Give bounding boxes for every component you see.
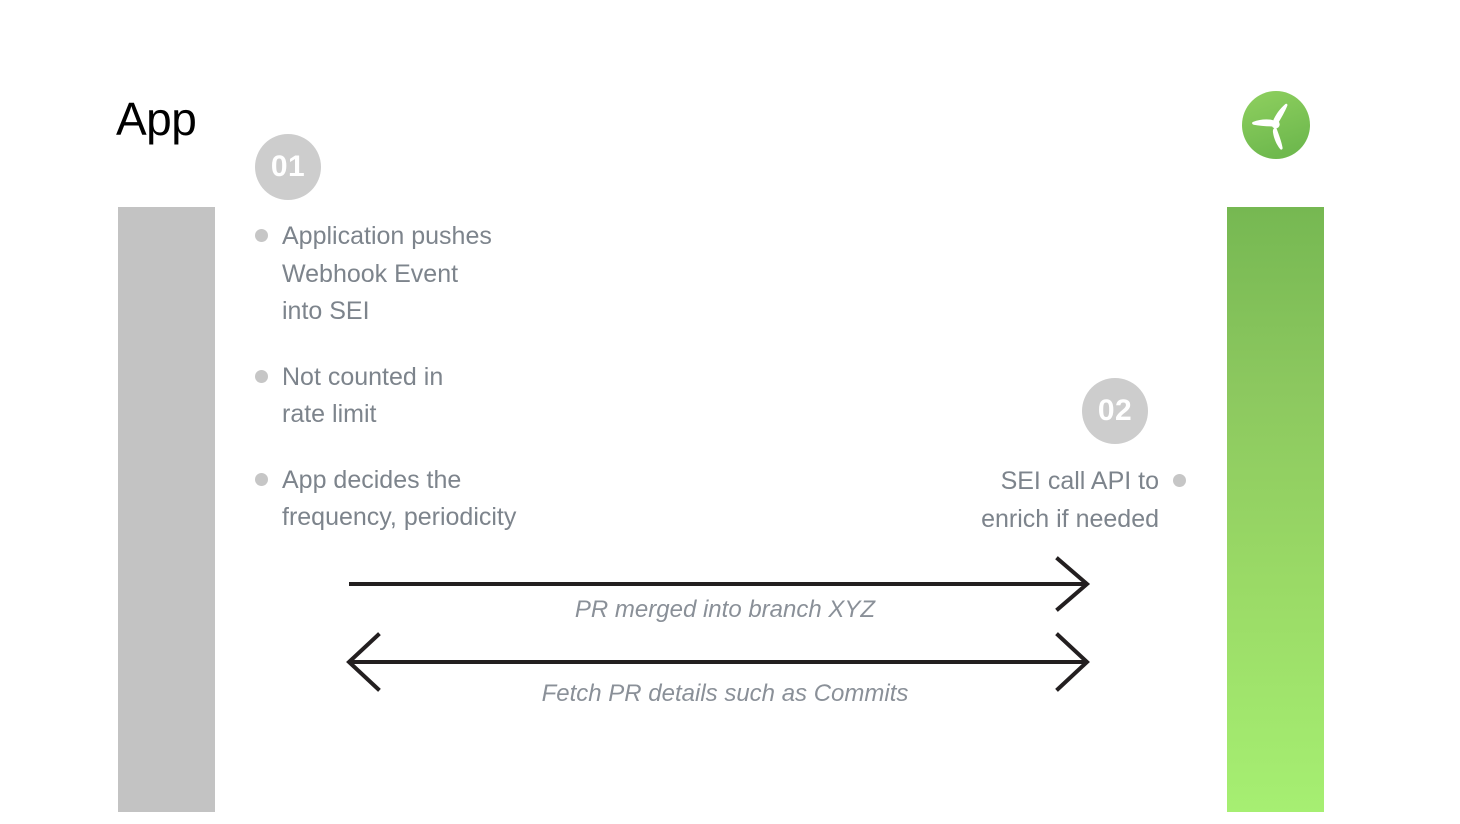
- step-badge-02: 02: [1082, 378, 1148, 444]
- arrow-group: [330, 555, 1120, 725]
- propeller-logo-icon: [1241, 90, 1311, 160]
- list-item: Application pushes Webhook Event into SE…: [255, 218, 675, 331]
- bullet-text: App decides the frequency, periodicity: [282, 465, 517, 532]
- bullet-dot-icon: [255, 229, 268, 242]
- step-02-bullet-list: SEI call API to enrich if needed: [830, 463, 1186, 538]
- list-item: App decides the frequency, periodicity: [255, 462, 675, 537]
- right-actor-lane: [1227, 207, 1324, 812]
- list-item: SEI call API to enrich if needed: [830, 463, 1186, 538]
- bullet-text: SEI call API to enrich if needed: [981, 467, 1159, 533]
- step-badge-01: 01: [255, 134, 321, 200]
- bullet-text: Application pushes Webhook Event into SE…: [282, 222, 492, 325]
- step-badge-02-number: 02: [1097, 394, 1133, 427]
- bullet-dot-icon: [255, 472, 268, 486]
- list-item: Not counted in rate limit: [255, 359, 675, 434]
- arrow-label-pr-merged: PR merged into branch XYZ: [574, 596, 876, 623]
- step-01-bullet-list: Application pushes Webhook Event into SE…: [255, 218, 675, 537]
- bullet-dot-icon: [255, 369, 268, 383]
- bullet-dot-icon: [1173, 474, 1186, 487]
- step-badge-01-number: 01: [270, 150, 306, 183]
- arrow-label-fetch-pr-details: Fetch PR details such as Commits: [541, 680, 909, 707]
- arrow-fetch-pr-details: [346, 632, 1090, 692]
- bullet-text: Not counted in rate limit: [282, 362, 444, 429]
- arrow-pr-merged: [349, 556, 1091, 612]
- left-actor-title: App: [116, 93, 197, 145]
- left-actor-lane: [118, 207, 215, 812]
